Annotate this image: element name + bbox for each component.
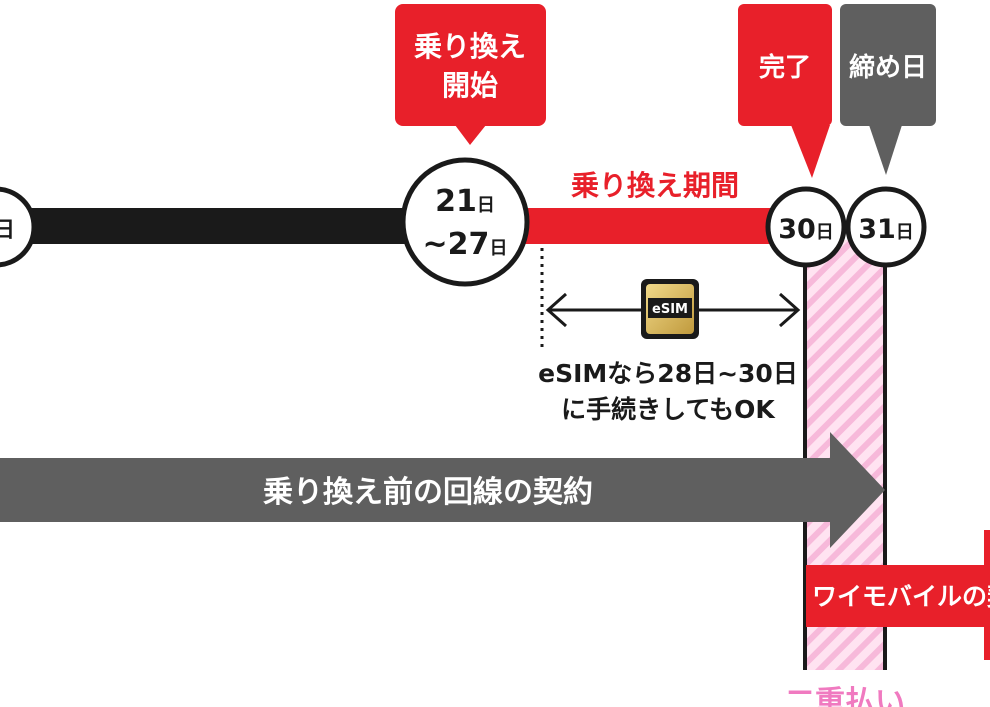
- node-left-partial-label: 日: [0, 218, 15, 243]
- switch-period-label: 乗り換え期間: [571, 169, 739, 202]
- callout-done-label: 完了: [759, 52, 811, 83]
- timeline-black-bar: [0, 208, 410, 244]
- node-21-27: 21日 ~27日: [400, 157, 530, 287]
- callout-deadline: 締め日: [840, 4, 936, 175]
- double-payment-label: 二重払い: [785, 685, 905, 707]
- callout-start-line1: 乗り換え: [414, 30, 526, 63]
- callout-start-line2: 開始: [442, 69, 498, 102]
- old-contract-arrow: 乗り換え前の回線の契約: [0, 432, 885, 548]
- old-contract-label: 乗り換え前の回線の契約: [263, 475, 593, 510]
- svg-text:30日: 30日: [778, 214, 834, 245]
- esim-note-line2: に手続きしてもOK: [561, 395, 776, 424]
- node-27-number: ~27: [423, 227, 490, 262]
- node-21-number: 21: [435, 184, 477, 219]
- node-31-number: 31: [858, 214, 896, 245]
- node-30-number: 30: [778, 214, 816, 245]
- callout-done: 完了: [738, 4, 832, 178]
- node-31: 31日: [845, 186, 927, 268]
- new-contract-label: ワイモバイルの契: [812, 582, 990, 611]
- callout-start: 乗り換え 開始: [395, 4, 546, 145]
- node-21-unit: 日: [477, 195, 495, 216]
- new-contract-bar: ワイモバイルの契: [806, 530, 990, 660]
- esim-note-line1: eSIMなら28日~30日: [538, 359, 798, 388]
- svg-text:21日: 21日: [435, 184, 495, 219]
- node-27-unit: 日: [489, 238, 507, 259]
- switch-period-bar: [520, 208, 780, 244]
- callout-deadline-label: 締め日: [849, 52, 927, 83]
- node-31-unit: 日: [896, 222, 914, 243]
- svg-text:~27日: ~27日: [423, 227, 508, 262]
- svg-text:31日: 31日: [858, 214, 914, 245]
- esim-chip-label: eSIM: [652, 302, 688, 317]
- node-30-unit: 日: [816, 222, 834, 243]
- esim-chip-icon: eSIM: [641, 279, 699, 339]
- node-left-partial: 日: [0, 186, 37, 268]
- node-30: 30日: [765, 186, 847, 268]
